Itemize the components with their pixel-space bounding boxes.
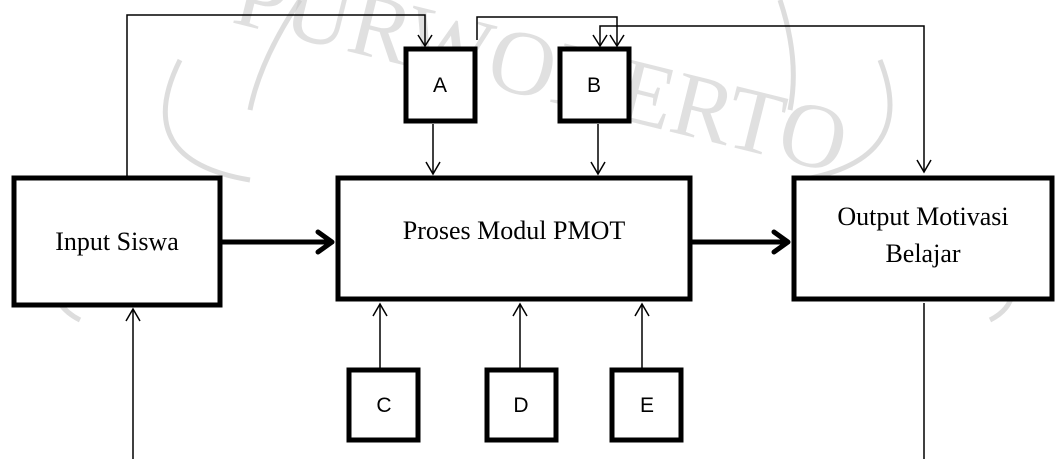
process-label: Proses Modul PMOT bbox=[403, 216, 626, 245]
input-label: Input Siswa bbox=[55, 227, 179, 256]
output-label-line1: Output Motivasi bbox=[837, 202, 1008, 231]
output-label-line2: Belajar bbox=[885, 239, 960, 268]
watermark-text: PURWOKERTO bbox=[225, 0, 858, 193]
factor-c-label: C bbox=[376, 394, 391, 417]
arrow-a-to-b bbox=[476, 16, 625, 48]
arrow-d-to-process bbox=[512, 302, 528, 368]
factor-box-e: E bbox=[609, 367, 684, 443]
arrow-input-to-process bbox=[222, 229, 335, 255]
arrow-input-to-a bbox=[126, 14, 433, 176]
factor-a-label: A bbox=[433, 74, 447, 97]
arrow-a-to-process bbox=[425, 124, 441, 176]
factor-box-b: B bbox=[557, 46, 632, 124]
factor-box-c: C bbox=[346, 367, 421, 443]
arrow-b-to-output bbox=[592, 25, 932, 174]
factor-e-label: E bbox=[640, 394, 654, 417]
output-box: Output Motivasi Belajar bbox=[791, 175, 1055, 302]
factor-box-d: D bbox=[484, 367, 559, 443]
arrow-e-to-process bbox=[634, 302, 650, 368]
factor-b-label: B bbox=[587, 74, 601, 97]
arrow-external-to-input bbox=[125, 307, 141, 459]
factor-d-label: D bbox=[513, 394, 528, 417]
arrow-process-to-output bbox=[692, 229, 791, 255]
input-box: Input Siswa bbox=[11, 175, 223, 308]
factor-box-a: A bbox=[403, 46, 478, 124]
arrow-b-to-process bbox=[590, 124, 606, 176]
process-box: Proses Modul PMOT bbox=[335, 175, 693, 302]
arrow-c-to-process bbox=[372, 302, 388, 368]
